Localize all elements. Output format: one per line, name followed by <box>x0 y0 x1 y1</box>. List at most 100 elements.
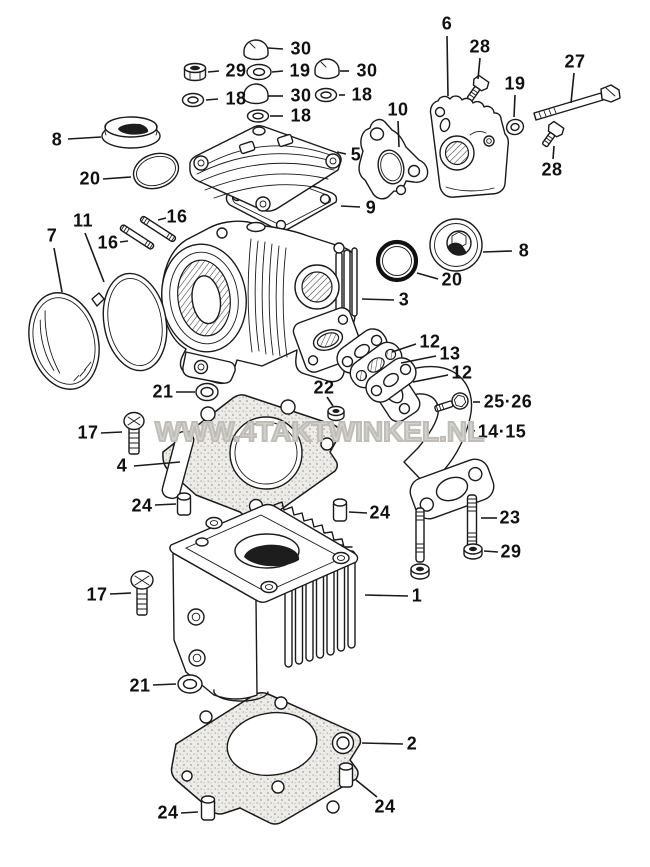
o-ring-20-right <box>375 239 419 283</box>
head-gasket-4 <box>161 394 341 521</box>
part-number-label: 1 <box>411 585 423 606</box>
part-number-label: 8 <box>51 129 63 150</box>
leader-line <box>157 217 167 221</box>
part-number-label: 30 <box>290 85 312 106</box>
bolt-25-26 <box>434 392 469 413</box>
part-number-label: 21 <box>152 381 174 402</box>
part-number-label: 20 <box>441 269 463 290</box>
leader-line <box>102 176 132 180</box>
part-number-label: 28 <box>541 159 563 180</box>
part-number-label: 18 <box>351 84 373 105</box>
leader-line <box>570 72 575 104</box>
cylinder-head-cover-5 <box>189 125 342 212</box>
leader-line <box>483 550 499 553</box>
hex-nut-29 <box>183 62 207 82</box>
leader-line <box>446 35 449 97</box>
cover-lens-tab <box>91 292 105 307</box>
gasket-10 <box>358 118 429 200</box>
leader-line <box>361 298 395 301</box>
o-ring-20-left <box>132 152 180 190</box>
leader-line <box>180 811 199 814</box>
leader-line <box>552 145 555 160</box>
washer-18a <box>181 92 205 108</box>
leader-line <box>340 205 361 208</box>
leader-line <box>109 592 132 595</box>
part-number-label: 6 <box>441 13 453 34</box>
acorn-nut-30a <box>243 39 269 61</box>
leader-line <box>271 70 284 73</box>
washer-19b <box>505 118 525 136</box>
dowel-24b <box>332 498 348 522</box>
part-number-label: 13 <box>439 343 461 364</box>
part-number-label: 29 <box>225 60 247 81</box>
leader-line <box>84 232 105 283</box>
cam-housing-6 <box>429 95 510 198</box>
part-number-label: 19 <box>504 73 526 94</box>
dowel-24a <box>176 492 192 516</box>
leader-line <box>397 120 400 148</box>
tappet-cap-8-right <box>429 218 483 272</box>
part-number-label: 16 <box>97 232 119 253</box>
long-bolt-27 <box>533 84 621 121</box>
leader-line <box>416 272 439 280</box>
part-number-label: 11 <box>72 210 94 231</box>
part-number-label: 14·15 <box>477 421 527 442</box>
part-number-label: 22 <box>313 377 335 398</box>
leader-line <box>468 428 476 432</box>
part-number-label: 27 <box>564 51 586 72</box>
seal-21b <box>177 674 203 694</box>
part-number-label: 5 <box>350 144 362 165</box>
seal-21a <box>195 382 219 402</box>
washer-18b <box>314 87 338 103</box>
screw-17a <box>123 411 145 455</box>
part-number-label: 18 <box>290 105 312 126</box>
leader-line <box>336 151 347 155</box>
part-number-label: 28 <box>469 36 491 57</box>
part-number-label: 19 <box>289 60 311 81</box>
ring-gasket-11 <box>102 272 168 372</box>
leader-line <box>391 343 417 353</box>
stud-16b <box>119 224 155 250</box>
part-number-label: 29 <box>500 541 522 562</box>
stud-23 <box>466 494 478 549</box>
part-number-label: 24 <box>369 502 391 523</box>
leader-line <box>361 742 404 745</box>
leader-line <box>355 779 378 798</box>
cylinder-1 <box>169 501 359 702</box>
part-number-label: 30 <box>290 38 312 59</box>
part-number-label: 4 <box>116 455 128 476</box>
acorn-nut-30b <box>314 58 340 80</box>
nut-22 <box>327 405 345 422</box>
part-number-label: 3 <box>398 289 410 310</box>
bolt-28b <box>541 120 565 148</box>
part-number-label: 2 <box>406 733 418 754</box>
leader-line <box>119 240 129 243</box>
leader-line <box>53 247 63 293</box>
leader-line <box>267 47 284 50</box>
part-number-label: 12 <box>451 362 473 383</box>
part-number-label: 24 <box>374 796 396 817</box>
leader-line <box>100 431 123 434</box>
washer-19a <box>246 63 272 81</box>
stud-16a <box>139 215 177 243</box>
leader-line <box>477 57 481 80</box>
part-number-label: 16 <box>166 206 188 227</box>
part-number-label: 21 <box>129 675 151 696</box>
screw-17b <box>130 570 154 616</box>
leader-line <box>207 70 220 73</box>
cover-lens-7 <box>28 292 100 390</box>
part-number-label: 8 <box>518 240 530 261</box>
nut-29b <box>463 543 483 560</box>
leader-line <box>348 511 368 514</box>
washer-18c <box>246 109 270 123</box>
acorn-nut-30c <box>243 83 269 105</box>
leader-line <box>67 136 102 140</box>
base-gasket-2 <box>170 691 362 825</box>
part-number-label: 9 <box>365 197 377 218</box>
tappet-cap-8-left <box>101 116 161 149</box>
part-number-label: 10 <box>387 99 409 120</box>
part-number-label: 18 <box>225 88 247 109</box>
dowel-24c <box>338 762 354 788</box>
